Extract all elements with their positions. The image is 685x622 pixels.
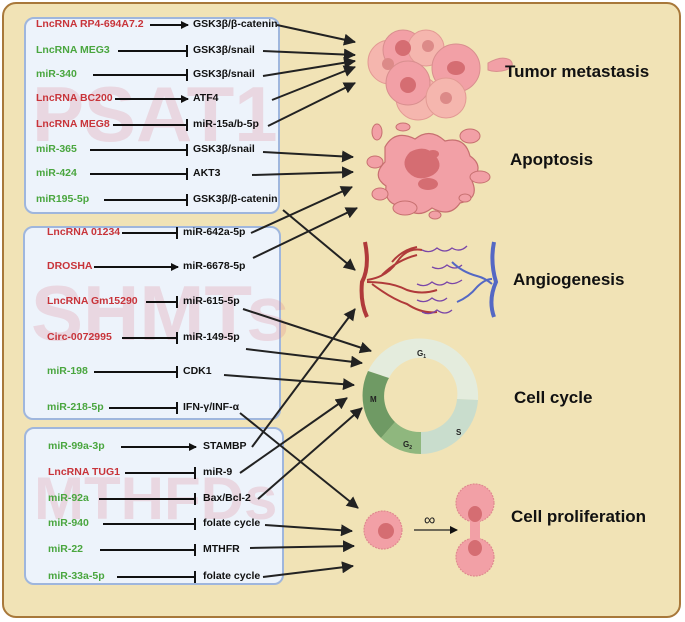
regulator-label: LncRNA BC200 (36, 92, 113, 104)
regulator-label: miR-424 (36, 167, 77, 179)
regulator-label: LncRNA 01234 (47, 226, 121, 238)
target-label: STAMBP (203, 440, 247, 452)
target-label: miR-6678-5p (183, 260, 246, 272)
tumor-metastasis-cells-icon (367, 29, 513, 121)
target-label: ATF4 (193, 92, 219, 104)
regulator-label: miR-365 (36, 143, 77, 155)
outcome-connector-arrow (267, 82, 356, 127)
outcome-connector-arrow (251, 308, 356, 448)
outcome-connector-arrow (262, 561, 354, 578)
outcome-cell-cycle: Cell cycle (514, 388, 593, 407)
outcome-connector-arrow (252, 207, 358, 259)
phase-label-s: S (456, 428, 462, 437)
target-label: miR-642a-5p (183, 226, 246, 238)
outcome-connector-arrow (282, 209, 356, 271)
target-label: GSK3β/β-catenin (193, 18, 278, 30)
regulator-label: LncRNA MEG8 (36, 118, 110, 130)
regulator-label: LncRNA RP4-694A7.2 (36, 18, 144, 30)
regulator-label: miR-92a (48, 492, 89, 504)
regulator-label: miR-218-5p (47, 401, 104, 413)
outcome-connector-arrow (223, 374, 355, 391)
regulator-label: DROSHA (47, 260, 93, 272)
outcome-connector-arrow (249, 540, 355, 553)
infinity-symbol: ∞ (424, 512, 436, 529)
outcome-connector-arrow (262, 48, 356, 61)
target-label: CDK1 (183, 365, 212, 377)
regulator-label: miR-198 (47, 365, 88, 377)
outcome-angiogenesis: Angiogenesis (513, 270, 625, 289)
target-label: AKT3 (193, 167, 221, 179)
outcome-cell-proliferation: Cell proliferation (511, 507, 647, 526)
outcome-connector-arrow (239, 397, 348, 474)
outcome-tumor-metastasis: Tumor metastasis (505, 62, 650, 81)
outcome-connector-arrow (262, 150, 354, 163)
target-label: GSK3β/snail (193, 68, 255, 80)
outcome-connector-arrow (271, 65, 356, 101)
target-label: miR-15a/b-5p (193, 118, 259, 130)
regulator-label: miR-99a-3p (48, 440, 105, 452)
phase-label-g2: G2 (403, 440, 412, 451)
target-label: miR-9 (203, 466, 233, 478)
phase-label-g1: G1 (417, 349, 426, 360)
outcome-connector-arrow (251, 166, 354, 179)
blood-vessels-icon (359, 241, 499, 318)
outcome-connector-arrow (245, 348, 363, 368)
outcome-connector-arrow (242, 308, 372, 354)
regulator-label: LncRNA TUG1 (48, 466, 120, 478)
regulator-label: miR-22 (48, 543, 84, 555)
target-label: miR-149-5p (183, 331, 240, 343)
dividing-cell-icon (363, 483, 495, 577)
regulator-label: miR195-5p (36, 193, 90, 205)
regulator-label: miR-33a-5p (48, 570, 105, 582)
outcome-connector-arrow (276, 24, 356, 46)
target-label: miR-615-5p (183, 295, 240, 307)
target-label: Bax/Bcl-2 (203, 492, 251, 504)
outcome-connector-arrow (262, 56, 356, 77)
outcome-connector-arrow (257, 407, 363, 500)
cell-cycle-ring-icon: G1 S G2 M (362, 338, 479, 454)
apoptotic-cell-icon (366, 122, 491, 220)
regulator-label: LncRNA Gm15290 (47, 295, 138, 307)
target-label: MTHFR (203, 543, 240, 555)
outcome-connector-arrow (250, 186, 353, 234)
regulator-label: Circ-0072995 (47, 331, 112, 343)
outcome-apoptosis: Apoptosis (510, 150, 594, 169)
target-label: folate cycle (203, 517, 261, 529)
regulator-label: LncRNA MEG3 (36, 44, 110, 56)
outcome-connector-arrow (264, 524, 353, 537)
target-label: folate cycle (203, 570, 261, 582)
target-label: GSK3β/β-catenin (193, 193, 278, 205)
outcome-connector-arrow (239, 412, 359, 509)
target-label: IFN-γ/INF-α (183, 401, 240, 413)
target-label: GSK3β/snail (193, 44, 255, 56)
regulator-label: miR-340 (36, 68, 77, 80)
phase-label-m: M (370, 395, 377, 404)
target-label: GSK3β/snail (193, 143, 255, 155)
regulator-label: miR-940 (48, 517, 89, 529)
